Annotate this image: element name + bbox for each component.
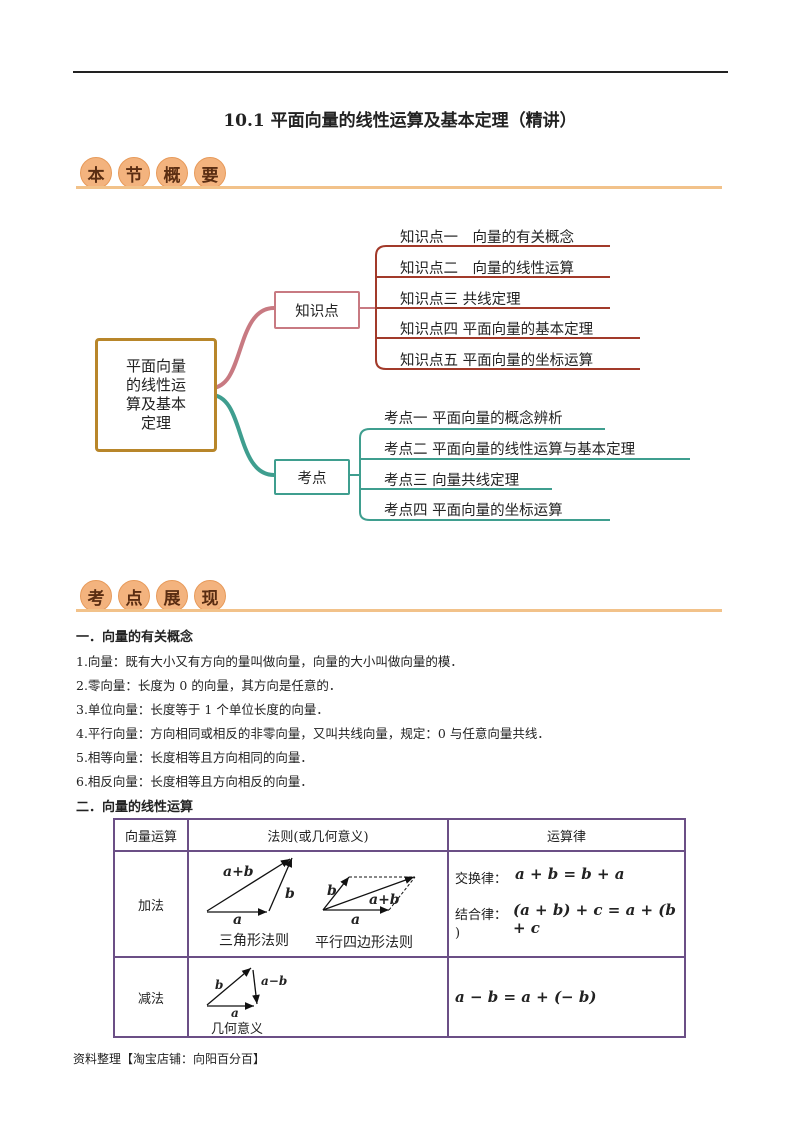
- mindmap-center-node: 平面向量的线性运算及基本定理: [95, 338, 217, 452]
- banner-char: 现: [194, 580, 226, 612]
- figure-caption: 几何意义: [211, 1022, 264, 1037]
- subtraction-figure: b a−b a 几何意义: [187, 956, 449, 1038]
- vector-label: b: [327, 883, 337, 899]
- vector-label: a+b: [369, 892, 400, 908]
- knowledge-item: 知识点三 共线定理: [400, 292, 521, 308]
- op-name: 加法: [113, 850, 189, 958]
- vector-figure: [206, 857, 416, 916]
- op-name: 减法: [113, 956, 189, 1038]
- vector-label: a+b: [223, 864, 254, 880]
- mindmap-branch-exam: 考点: [274, 459, 350, 495]
- banner-char: 展: [156, 580, 188, 612]
- banner-char: 点: [118, 580, 150, 612]
- exam-item: 考点三 向量共线定理: [384, 473, 520, 489]
- law-label: 结合律：: [455, 908, 508, 923]
- exam-item: 考点一 平面向量的概念辨析: [384, 411, 563, 427]
- figure-caption: 三角形法则: [219, 933, 289, 949]
- knowledge-item: 知识点二 向量的线性运算: [400, 261, 574, 277]
- mindmap-connectors: [210, 245, 690, 521]
- exam-item: 考点二 平面向量的线性运算与基本定理: [384, 442, 636, 458]
- commutative-law: a + b = b + a: [515, 865, 625, 883]
- associative-law: (a + b) + c = a + (b + c: [513, 901, 676, 937]
- concept-line: 6.相反向量：长度相等且方向相反的向量．: [76, 774, 313, 789]
- vector-label: a−b: [261, 974, 288, 988]
- section-heading: 一．向量的有关概念: [76, 630, 194, 645]
- banner-char: 考: [80, 580, 112, 612]
- vector-figure: [206, 967, 260, 1010]
- mindmap-branch-knowledge: 知识点: [274, 291, 360, 329]
- vector-label: b: [285, 886, 295, 902]
- banner-underline: [76, 186, 722, 189]
- page-title: 10.1 平面向量的线性运算及基本定理（精讲）: [223, 111, 577, 131]
- concept-line: 4.平行向量：方向相同或相反的非零向量，又叫共线向量，规定：0 与任意向量共线．: [76, 726, 550, 741]
- addition-figures: a+b b a b a+b a 三角形法则 平行四边形法则: [187, 850, 449, 958]
- figure-caption: 平行四边形法则: [315, 935, 413, 951]
- banner-char: 概: [156, 157, 188, 189]
- concept-line: 1.向量：既有大小又有方向的量叫做向量，向量的大小叫做向量的模．: [76, 654, 463, 669]
- knowledge-item: 知识点五 平面向量的坐标运算: [400, 353, 594, 369]
- vector-label: a: [233, 912, 243, 928]
- vector-label: b: [215, 978, 224, 992]
- section-heading: 二．向量的线性运算: [76, 800, 194, 815]
- footer-source: 资料整理【淘宝店铺：向阳百分百】: [73, 1052, 266, 1066]
- concept-line: 3.单位向量：长度等于 1 个单位长度的向量．: [76, 702, 329, 717]
- concept-line: 2.零向量：长度为 0 的向量，其方向是任意的．: [76, 678, 342, 693]
- banner-char: 本: [80, 157, 112, 189]
- knowledge-item: 知识点一 向量的有关概念: [400, 230, 574, 246]
- vector-operations-table: 向量运算 法则(或几何意义) 运算律 加法: [113, 818, 686, 1038]
- top-rule: [73, 71, 728, 73]
- exam-item: 考点四 平面向量的坐标运算: [384, 503, 563, 519]
- vector-label: a: [231, 1006, 239, 1020]
- banner-char: 节: [118, 157, 150, 189]
- vector-label: a: [351, 912, 361, 928]
- law-wrap: ): [455, 926, 461, 941]
- knowledge-item: 知识点四 平面向量的基本定理: [400, 322, 594, 338]
- table-header: 向量运算: [113, 818, 189, 852]
- table-header: 运算律: [447, 818, 686, 852]
- section-banner-overview: 本 节 概 要: [80, 155, 232, 189]
- table-header: 法则(或几何意义): [187, 818, 449, 852]
- section-banner-exam: 考 点 展 现: [80, 578, 232, 612]
- addition-laws: 交换律： a + b = b + a 结合律： (a + b) + c = a …: [447, 850, 686, 958]
- subtraction-law-cell: a − b = a + (− b): [447, 956, 686, 1038]
- banner-char: 要: [194, 157, 226, 189]
- concept-line: 5.相等向量：长度相等且方向相同的向量．: [76, 750, 313, 765]
- law-label: 交换律：: [455, 872, 508, 887]
- subtraction-law: a − b = a + (− b): [455, 988, 597, 1006]
- center-label: 平面向量的线性运算及基本定理: [125, 357, 186, 432]
- banner-underline: [76, 609, 722, 612]
